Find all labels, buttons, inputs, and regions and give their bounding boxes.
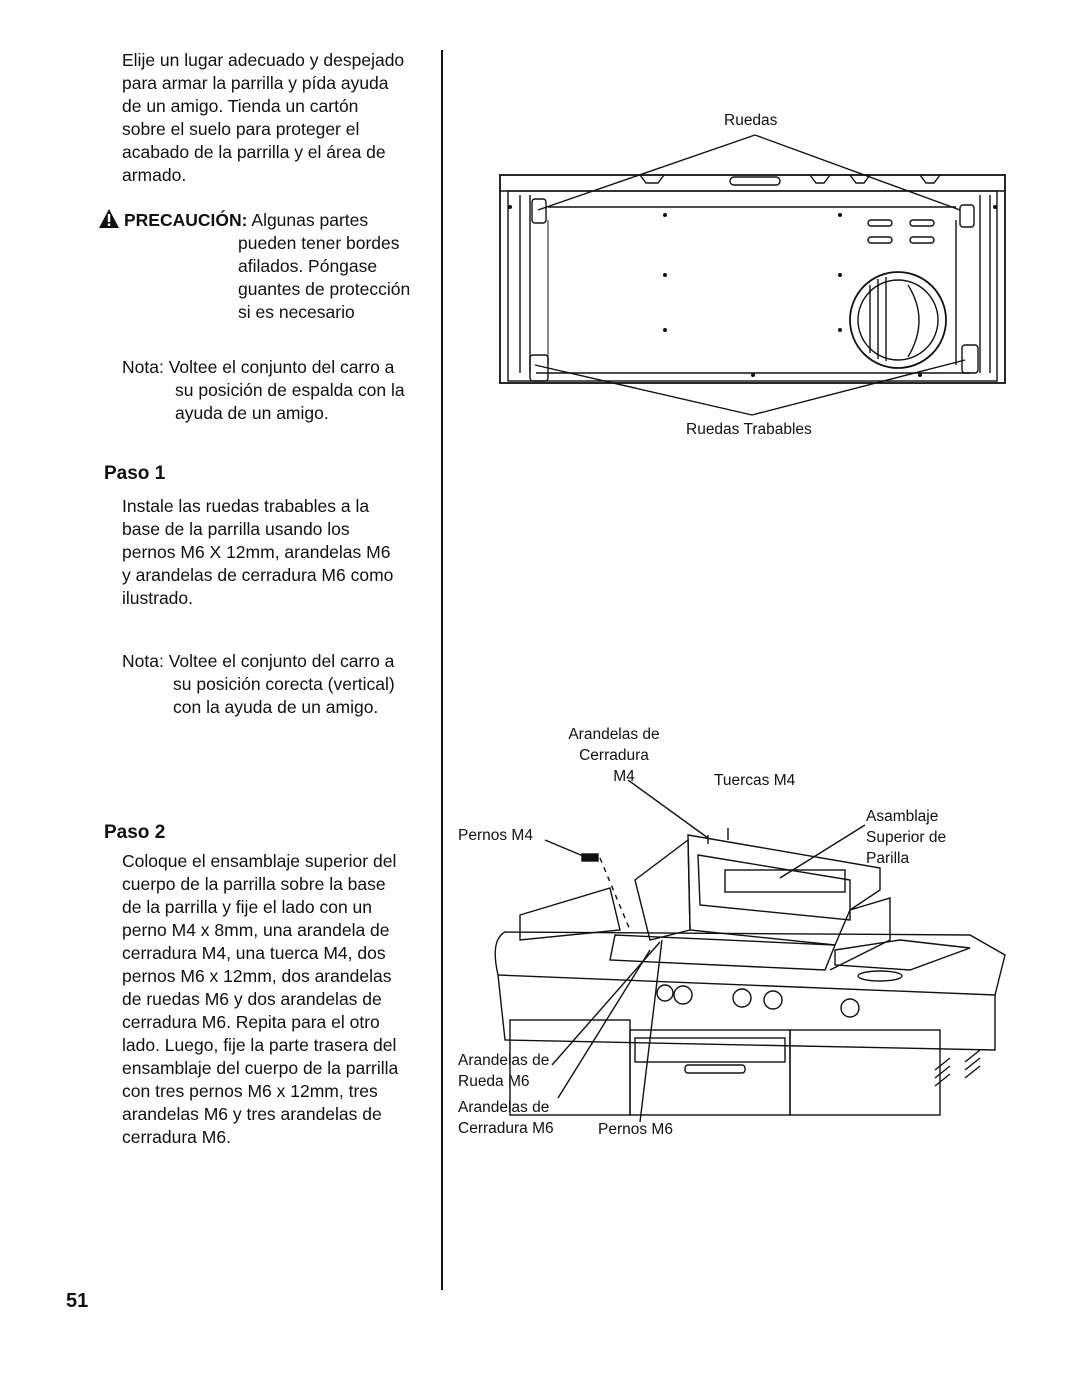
intro-line: Elije un lugar adecuado y despejado <box>122 50 405 70</box>
note-line: su posición corecta (vertical) <box>173 674 395 694</box>
label-locking-wheels: Ruedas Trabables <box>686 421 812 438</box>
caution-label: PRECAUCIÓN: <box>124 210 248 230</box>
note-label: Nota: <box>122 357 164 377</box>
step1-line: pernos M6 X 12mm, arandelas M6 <box>122 542 391 562</box>
caution-line: si es necesario <box>238 302 355 322</box>
step2-title: Paso 2 <box>104 822 166 843</box>
step2-line: cerradura M6. <box>122 1127 231 1147</box>
label-m6-wheel-washers: Arandelas de Rueda M6 <box>458 1052 550 1090</box>
caution-line: pueden tener bordes <box>238 233 400 253</box>
step1-line: Instale las ruedas trabables a la <box>122 496 370 516</box>
note-first-line: Voltee el conjunto del carro a <box>168 651 395 671</box>
step2-line: cerradura M4, una tuerca M4, dos <box>122 943 386 963</box>
step2-line: pernos M6 x 12mm, dos arandelas <box>122 966 392 986</box>
label-m4-lock-washers: Arandelas de Cerradura M4 <box>568 726 660 785</box>
step2-line: lado. Luego, fije la parte trasera del <box>122 1035 397 1055</box>
note-line: su posición de espalda con la <box>175 380 405 400</box>
step1-line: y arandelas de cerradura M6 como <box>122 565 394 585</box>
label-m6-bolts: Pernos M6 <box>598 1121 673 1138</box>
label-wheels: Ruedas <box>724 112 778 129</box>
label-top-assembly: Asamblaje Superior de Parilla <box>866 808 947 867</box>
step2-line: cerradura M6. Repita para el otro <box>122 1012 380 1032</box>
caution-line: guantes de protección <box>238 279 411 299</box>
intro-line: para armar la parrilla y pída ayuda <box>122 73 389 93</box>
step2-line: perno M4 x 8mm, una arandela de <box>122 920 390 940</box>
note-label: Nota: <box>122 651 164 671</box>
warning-triangle-icon <box>99 209 119 228</box>
note-line: ayuda de un amigo. <box>175 403 329 423</box>
step2-line: Coloque el ensamblaje superior del <box>122 851 397 871</box>
label-m4-bolts: Pernos M4 <box>458 827 533 844</box>
label-m6-lock-washers: Arandelas de Cerradura M6 <box>458 1099 554 1137</box>
label-m4-nuts: Tuercas M4 <box>714 772 796 789</box>
step2-line: de ruedas M6 y dos arandelas de <box>122 989 382 1009</box>
page-number: 51 <box>66 1290 89 1312</box>
base-bottom-view-illustration <box>499 134 1006 416</box>
note-first-line: Voltee el conjunto del carro a <box>168 357 395 377</box>
grill-assembly-illustration <box>494 780 1006 1123</box>
step2-line: de la parrilla y fije el lado con un <box>122 897 373 917</box>
column-divider <box>441 50 443 1290</box>
intro-line: de un amigo. Tienda un cartón <box>122 96 359 116</box>
step2-line: ensamblaje del cuerpo de la parrilla <box>122 1058 399 1078</box>
caution-first-line: Algunas partes <box>251 210 369 230</box>
step2-line: arandelas M6 y tres arandelas de <box>122 1104 382 1124</box>
step2-line: con tres pernos M6 x 12mm, tres <box>122 1081 378 1101</box>
intro-line: armado. <box>122 165 187 185</box>
intro-line: acabado de la parrilla y el área de <box>122 142 386 162</box>
step2-line: cuerpo de la parrilla sobre la base <box>122 874 386 894</box>
caution-line: afilados. Póngase <box>238 256 378 276</box>
note-line: con la ayuda de un amigo. <box>173 697 379 717</box>
intro-line: sobre el suelo para proteger el <box>122 119 360 139</box>
step1-line: ilustrado. <box>122 588 194 608</box>
step1-title: Paso 1 <box>104 463 166 484</box>
step1-line: base de la parrilla usando los <box>122 519 350 539</box>
